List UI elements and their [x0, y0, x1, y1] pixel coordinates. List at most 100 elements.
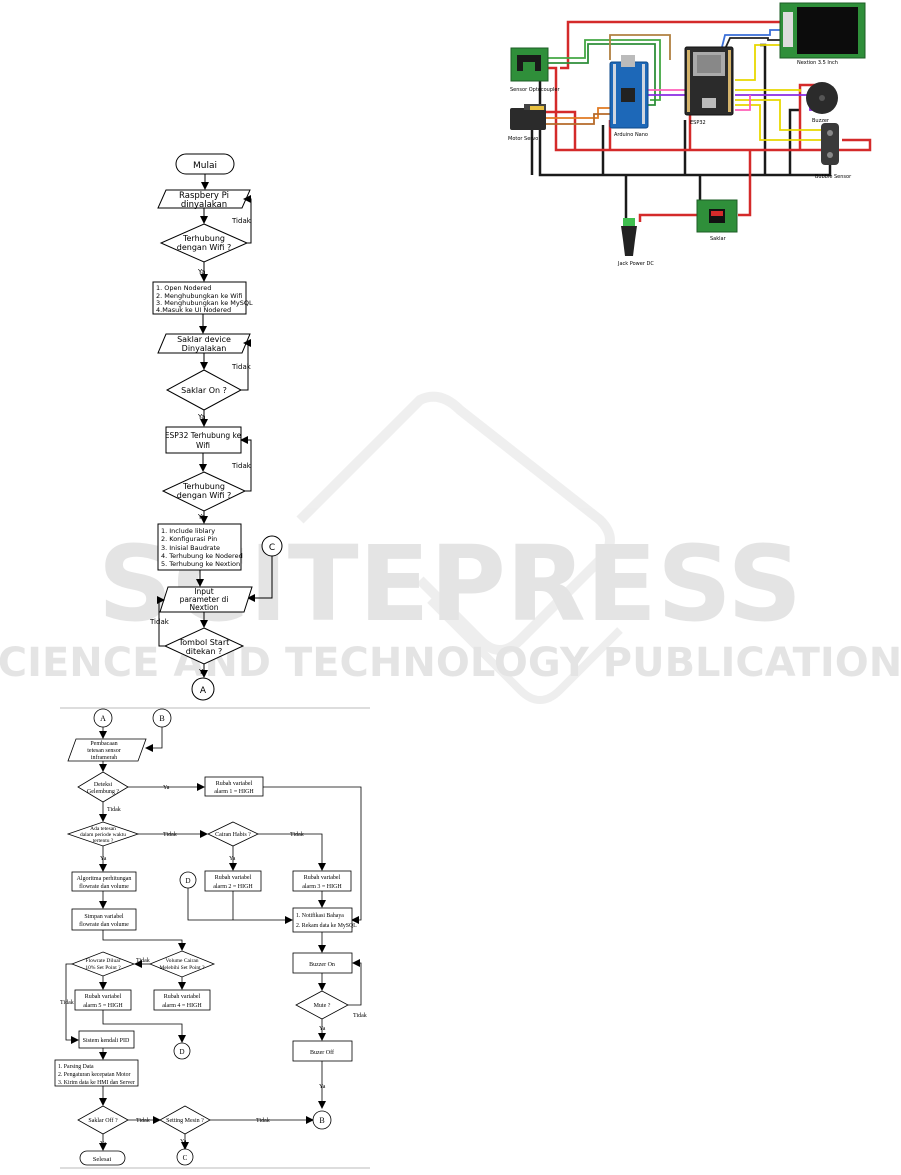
f2-connector-b-label: B	[159, 714, 164, 723]
include-step-5: 5. Terhubung ke Nextion	[161, 560, 240, 568]
f2-alarm5-2: alarm 5 = HIGH	[83, 1003, 123, 1009]
nodered-step-3: 3. Menghubungkan ke MySQL	[156, 299, 253, 307]
f2-no-3: Tidak	[290, 832, 304, 838]
f2-drip-1: Ada tetesan	[90, 826, 116, 832]
f2-bubble-1: Deteksi	[94, 782, 113, 788]
f2-pid-step-3: 3. Kirim data ke HMI dan Server	[58, 1080, 135, 1086]
nodered-step-2: 2. Menghubungkan ke Wifi	[156, 292, 242, 300]
wifi-check2-label-1: Terhubung	[182, 482, 225, 491]
f2-yes-7: Ya	[319, 1084, 326, 1090]
arduino-nano	[609, 55, 649, 129]
f2-pid-steps-box	[54, 1059, 139, 1087]
f2-alarm4-box	[153, 989, 211, 1011]
buzzer	[806, 82, 838, 114]
f2-no-7: Tidak	[136, 1118, 150, 1124]
esp-wifi-label-1: ESP32 Terhubung ke	[165, 431, 242, 440]
f2-connector-d-label: D	[185, 877, 190, 885]
flowchart-setup: Mulai Raspbery Pi dinyalakan Terhubung d…	[149, 153, 283, 701]
rpi-on-label-2: dinyalakan	[181, 200, 227, 210]
f2-no-1: Tidak	[107, 807, 121, 813]
f2-finish-terminator	[79, 1150, 126, 1166]
f2-connector-b-out	[312, 1110, 332, 1130]
rpi-on-label-1: Raspbery Pi	[179, 191, 229, 201]
f2-flowrate-2: 10% Set Point ?	[85, 965, 121, 971]
loop-no-label-4: Tidak	[149, 618, 170, 626]
yes-label-4: Ya	[198, 668, 207, 676]
include-step-3: 3. Inisial Baudrate	[161, 544, 220, 552]
f2-buzzer-off-box	[292, 1040, 353, 1062]
esp-wifi-label-2: Wifi	[196, 441, 210, 450]
f2-notify-1: 1. Notifikasi Bahaya	[296, 912, 344, 919]
f2-setting-label: Setting Mesin ?	[166, 1118, 204, 1124]
f2-notify-2: 2. Rekam data ke MySQL	[296, 923, 357, 929]
f2-no-6: Tidak	[353, 1013, 367, 1019]
f2-save-box	[71, 908, 137, 931]
motor-servo	[510, 104, 546, 130]
f2-yes-8: Ya	[100, 1141, 107, 1147]
f2-no-5: Tidak	[60, 1000, 74, 1006]
f2-read-sensor-3: inframerah	[91, 754, 117, 761]
loop-no-label-1: Tidak	[231, 217, 252, 225]
label-buzzer: Buzzer	[812, 118, 830, 124]
ground-wires	[520, 43, 832, 222]
f2-drip-2: dalam periode waktu	[80, 832, 126, 838]
f2-read-sensor-1: Pembacaan	[90, 741, 117, 747]
f2-connector-a-label: A	[100, 714, 106, 723]
wifi-check2-label-2: dengan Wifi ?	[177, 491, 231, 500]
wiring-diagram: Sensor Optocoupler Motor Servo Arduino N…	[508, 2, 872, 267]
wifi-check-label-2: dengan Wifi ?	[177, 243, 231, 252]
f2-read-sensor-io	[67, 738, 147, 762]
f2-save-2: flowrate dan volume	[79, 921, 129, 928]
f2-connector-c-out	[176, 1148, 194, 1166]
loop-no-label-2: Tidak	[231, 363, 252, 371]
f2-yes-9: Ya	[180, 1139, 187, 1145]
esp32-board	[684, 46, 734, 116]
label-bubble: Bubble Sensor	[815, 174, 852, 180]
f2-flowrate-decision	[70, 951, 136, 977]
loop-no-label-3: Tidak	[231, 462, 252, 470]
switch-check-label: Saklar On ?	[181, 386, 227, 395]
switch-on-label-2: Dinyalakan	[182, 344, 227, 353]
label-servo: Motor Servo	[508, 136, 538, 142]
f2-alarm3-2: alarm 3 = HIGH	[302, 884, 342, 890]
label-esp: ESP32	[690, 120, 706, 126]
f2-read-sensor-2: tetesan sensor	[87, 748, 121, 754]
include-step-2: 2. Konfigurasi Pin	[161, 535, 217, 543]
f2-pid-step-2: 2. Pengaturan kecepatan Motor	[58, 1072, 131, 1078]
input-param-label-2: parameter di	[180, 595, 229, 604]
f2-flowrate-1: Flowrate Diluar	[86, 958, 121, 964]
start-label: Mulai	[193, 161, 217, 171]
label-nextion: Nextion 3.5 Inch	[797, 60, 838, 66]
f2-pid-label: Sistem kendali PID	[83, 1038, 130, 1044]
f2-algo-2: flowrate dan volume	[79, 883, 129, 890]
connector-c-label: C	[269, 543, 275, 553]
yes-label-2: Ya	[197, 413, 206, 421]
f2-no-2: Tidak	[163, 832, 177, 838]
label-opto: Sensor Optocoupler	[510, 87, 560, 93]
f2-alarm5-1: Rubah variabel	[85, 994, 122, 1000]
include-step-1: 1. Include liblary	[161, 527, 215, 535]
f2-bubble-2: Gelembung ?	[87, 789, 119, 795]
nodered-steps-box	[152, 281, 247, 315]
f2-pid-step-1: 1. Parsing Data	[58, 1064, 94, 1070]
f2-yes-2: Ya	[100, 856, 107, 862]
start-check-label-1: Tombol Start	[178, 638, 230, 647]
yes-label-3: Ya	[197, 513, 206, 521]
f2-yes-6: Ya	[319, 1026, 326, 1032]
start-check-label-2: ditekan ?	[186, 647, 223, 656]
f2-mute-label: Mute ?	[314, 1003, 331, 1009]
include-steps-box	[157, 523, 242, 571]
connector-a-label: A	[200, 686, 207, 696]
power-switch	[696, 199, 738, 233]
yes-label-1: Ya	[197, 268, 206, 276]
include-step-4: 4. Terhubung ke Nodered	[161, 552, 243, 560]
sensor-optocoupler	[510, 47, 549, 82]
f2-connector-b-out-label: B	[319, 1116, 324, 1125]
nextion-display	[779, 2, 866, 59]
switch-on-label-1: Saklar device	[177, 335, 231, 344]
f2-buzzer-off-label: Buzer Off	[310, 1049, 334, 1056]
f2-alarm3-1: Rubah variabel	[304, 875, 341, 881]
f2-alarm4-2: alarm 4 = HIGH	[162, 1003, 202, 1009]
f2-switch-off-label: Saklar Off ?	[88, 1117, 118, 1124]
